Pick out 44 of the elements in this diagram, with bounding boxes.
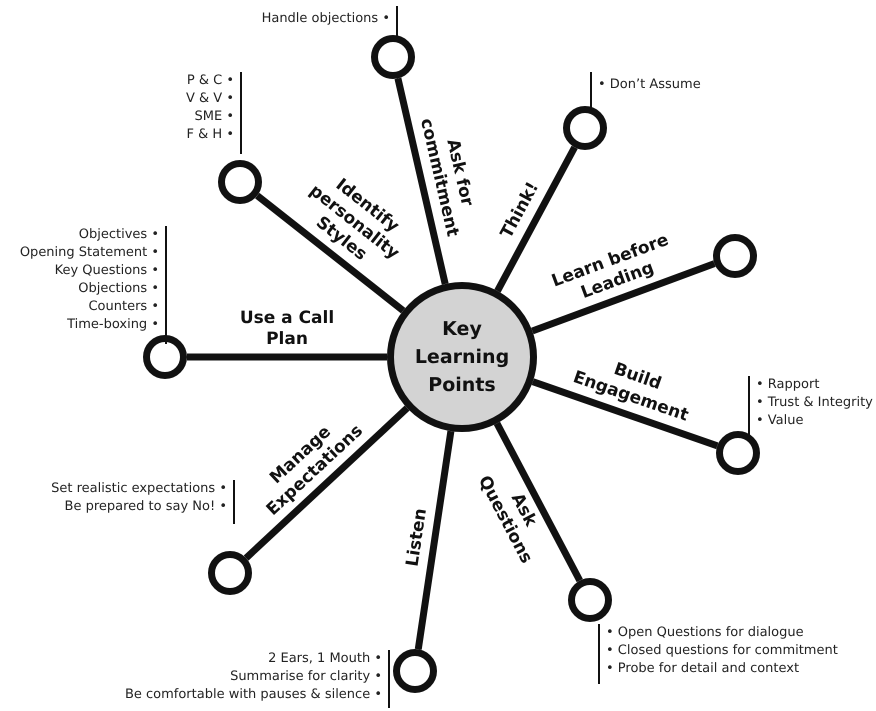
circle-node — [371, 35, 415, 79]
spoke-line — [244, 406, 410, 561]
circle-node — [143, 335, 187, 379]
circle-node — [568, 578, 612, 622]
circle-node — [563, 106, 607, 150]
edge-label: Listen — [402, 507, 432, 568]
central-circle: Key Learning Points — [387, 282, 537, 432]
bullet-item: Time-boxing • — [66, 316, 159, 334]
spoke-line — [394, 78, 449, 285]
bullet-item: F & H • — [186, 126, 234, 144]
bullet-item: P & C • — [186, 72, 234, 90]
spoke-line — [494, 422, 583, 582]
bullet-item: • Closed questions for commitment — [606, 642, 838, 660]
spoke-line — [414, 430, 454, 650]
bullet-item: Handle objections • — [262, 10, 390, 28]
circle-node — [393, 649, 437, 693]
bullet-item: Be comfortable with pauses & silence • — [124, 686, 382, 704]
bullet-item: Set realistic expectations • — [51, 480, 227, 498]
bullet-item: • Value — [756, 412, 804, 430]
bullet-item: • Don’t Assume — [598, 76, 701, 94]
circle-node — [716, 431, 760, 475]
spoke-line — [531, 260, 716, 334]
bullet-item: SME • — [194, 108, 234, 126]
spoke-line — [532, 378, 718, 450]
edge-label: Use a Call Plan — [238, 308, 336, 350]
bullet-item: 2 Ears, 1 Mouth • — [267, 650, 382, 668]
bullet-item: Counters • — [87, 298, 159, 316]
bullet-item: • Trust & Integrity — [756, 394, 873, 412]
circle-node — [218, 160, 262, 204]
spoke-line — [494, 146, 578, 293]
bullet-item: Be prepared to say No! • — [64, 498, 227, 516]
spoke-line — [255, 192, 406, 314]
bullet-item: Objections • — [77, 280, 159, 298]
spoke-line — [187, 354, 387, 360]
circle-node — [208, 551, 252, 595]
bullet-item: • Rapport — [756, 376, 820, 394]
bullet-item: • Open Questions for dialogue — [606, 624, 805, 642]
bullet-item: Key Questions • — [54, 262, 159, 280]
bullet-item: Summarise for clarity • — [229, 668, 382, 686]
bullet-item: Opening Statement • — [20, 244, 159, 262]
bullet-item: • Probe for detail and context — [606, 660, 800, 678]
circle-node — [713, 234, 757, 278]
bullet-item: V & V • — [186, 90, 234, 108]
bullet-item: Objectives • — [78, 226, 159, 244]
